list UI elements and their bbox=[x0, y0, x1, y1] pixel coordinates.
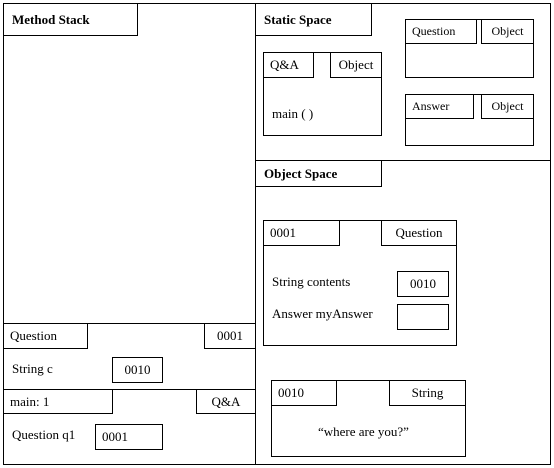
stack-top-divider bbox=[3, 323, 256, 324]
static-object-divider bbox=[255, 160, 551, 161]
static-class-name: Question bbox=[405, 19, 477, 44]
stack-field-label: String c bbox=[12, 361, 53, 376]
stack-frame-header-label: main: 1 bbox=[3, 389, 113, 414]
static-class-type: Object bbox=[481, 19, 534, 44]
object-type: String bbox=[389, 380, 466, 406]
static-class-type: Object bbox=[330, 52, 382, 78]
stack-field-value: 0001 bbox=[95, 424, 163, 450]
static-class-method: main ( ) bbox=[272, 106, 314, 121]
object-address: 0001 bbox=[263, 220, 340, 246]
object-field-value: 0010 bbox=[397, 271, 449, 297]
static-class-type: Object bbox=[481, 94, 534, 119]
stack-frame-class-label: Question bbox=[3, 323, 88, 349]
object-type: Question bbox=[381, 220, 457, 246]
stack-field-value: 0010 bbox=[112, 357, 163, 383]
method-stack-title: Method Stack bbox=[3, 3, 138, 36]
static-class-name: Q&A bbox=[263, 52, 314, 78]
object-field-label: String contents bbox=[272, 274, 351, 289]
object-field-label: Answer myAnswer bbox=[272, 306, 373, 321]
object-string-value: “where are you?” bbox=[318, 424, 409, 439]
object-space-title: Object Space bbox=[255, 160, 382, 187]
stack-frame-divider bbox=[3, 389, 256, 390]
stack-field-label: Question q1 bbox=[12, 427, 76, 442]
static-class-name: Answer bbox=[405, 94, 474, 119]
stack-frame-address: 0001 bbox=[204, 323, 256, 349]
stack-frame-class-label: Q&A bbox=[196, 389, 256, 414]
vertical-divider bbox=[255, 3, 256, 465]
object-field-value bbox=[397, 304, 449, 330]
object-address: 0010 bbox=[271, 380, 337, 406]
static-space-title: Static Space bbox=[255, 3, 372, 36]
